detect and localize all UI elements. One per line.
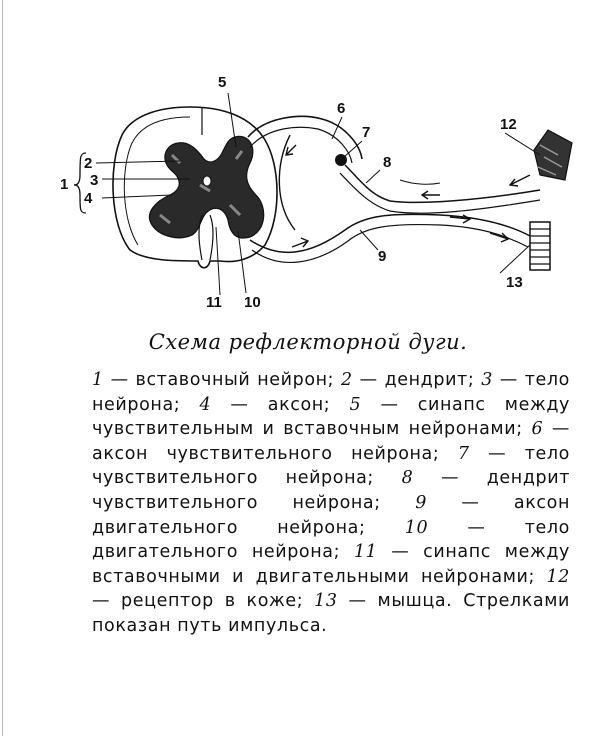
impulse-arrow-3	[285, 144, 297, 156]
legend-num-9: 9	[415, 492, 427, 513]
label-13: 13	[506, 274, 523, 291]
label-2: 2	[84, 155, 92, 172]
legend-num-7: 7	[457, 443, 470, 464]
motor-axon-lower	[251, 223, 529, 263]
legend-text-3: — тело нейрона;	[92, 370, 570, 415]
legend-text-12: — рецептор в коже;	[92, 591, 315, 612]
impulse-arrow-5	[449, 214, 472, 224]
spinal-cord-outline	[112, 106, 278, 269]
legend-num-13: 13	[314, 591, 338, 612]
legend-num-3: 3	[481, 370, 493, 390]
label-11: 11	[206, 294, 222, 311]
label-1: 1	[60, 176, 68, 193]
label-7: 7	[362, 124, 370, 141]
legend-num-10: 10	[404, 517, 429, 538]
legend-text-5: — синапс между чувствительным и вставочн…	[92, 394, 570, 440]
legend-text-4: — аксон;	[211, 394, 350, 415]
muscle-striations	[530, 228, 550, 265]
impulse-arrow-6	[489, 232, 510, 243]
impulse-arrow-1	[508, 174, 531, 187]
label-6: 6	[337, 100, 345, 117]
label-8: 8	[383, 154, 391, 171]
bracket-1	[73, 152, 87, 214]
legend-num-11: 11	[353, 542, 378, 563]
legend-num-12: 12	[546, 566, 570, 587]
page-margin-line	[2, 0, 3, 736]
legend-text-10: — тело двигательного нейрона;	[92, 517, 570, 563]
skin-receptor	[533, 129, 573, 181]
impulse-arrow-2	[420, 190, 440, 200]
sensory-root-loop-inner	[249, 126, 353, 164]
legend-text-9: — аксон двигательного нейрона;	[92, 492, 570, 538]
sensory-dendrite-lower	[339, 172, 541, 214]
sensory-branch	[399, 179, 441, 185]
label-5: 5	[218, 74, 226, 91]
sensory-dendrite-upper	[344, 164, 541, 204]
motor-axon-upper	[249, 213, 533, 253]
sensory-root-loop	[247, 115, 363, 160]
ventral-fissure	[198, 214, 214, 261]
grey-matter-texture	[159, 150, 244, 225]
legend-num-1: 1	[92, 370, 104, 390]
label-9: 9	[378, 248, 386, 265]
impulse-arrow-4	[291, 237, 310, 248]
skin-receptor-texture	[537, 144, 563, 176]
legend-text-11: — синапс между вставочными и двигательны…	[92, 542, 570, 587]
legend-num-8: 8	[401, 468, 414, 489]
leader-lines	[95, 92, 541, 296]
legend-text-7: — тело чувствительного нейрона;	[92, 443, 570, 489]
legend-text-13: — мышца. Стрелками показан путь импульса…	[92, 591, 570, 636]
legend-text-1: — вставочный нейрон;	[103, 370, 342, 390]
label-3: 3	[90, 172, 98, 189]
muscle	[529, 221, 551, 271]
figure-legend: 1 — вставочный нейрон; 2 — дендрит; 3 — …	[92, 368, 570, 639]
label-12: 12	[500, 116, 517, 133]
legend-text-8: — дендрит чувствительного нейрона;	[92, 468, 570, 513]
spinal-cord-inner-outline	[123, 116, 191, 246]
central-canal	[202, 175, 212, 187]
legend-num-2: 2	[341, 370, 353, 390]
reflex-arc-diagram: 1 2 3 4 5 6 7 8 9 10 11 12 13	[60, 74, 573, 311]
legend-num-4: 4	[199, 394, 212, 415]
legend-text-2: — дендрит;	[352, 370, 482, 390]
label-4: 4	[84, 190, 93, 207]
legend-text-6: — аксон чувствительного нейрона;	[92, 419, 571, 464]
figure-caption: Схема рефлекторной дуги.	[148, 330, 468, 354]
grey-matter	[148, 135, 265, 239]
legend-num-6: 6	[531, 419, 544, 440]
ganglion-curve	[278, 134, 296, 231]
label-10: 10	[244, 294, 261, 311]
legend-num-5: 5	[349, 394, 362, 415]
